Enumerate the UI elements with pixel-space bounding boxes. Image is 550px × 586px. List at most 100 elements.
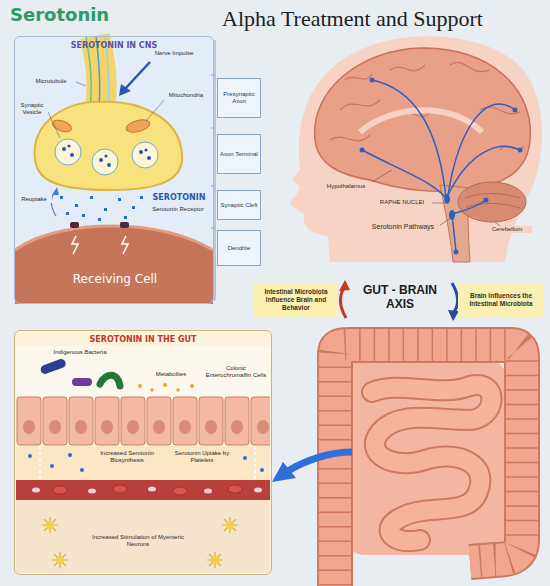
- cns-illustration: [132, 142, 158, 168]
- page-heading: Serotonin: [10, 4, 120, 26]
- gut-illustration: [226, 521, 234, 529]
- axis-arrows: [339, 280, 459, 321]
- gut-illustration: [42, 517, 238, 568]
- cns-illustration: [67, 144, 70, 147]
- cns-illustration: [55, 139, 81, 165]
- gut-illustration: [100, 375, 120, 386]
- gut-illustration: [207, 552, 223, 568]
- brain-illustration: [452, 200, 486, 214]
- cns-illustration: [66, 212, 69, 215]
- cns-illustration: [35, 102, 183, 190]
- gut-illustration: [211, 556, 219, 564]
- gut-label: Colonic Enterochromaffin Cells: [204, 365, 268, 379]
- cns-panel: SEROTONIN IN CNS: [14, 36, 214, 304]
- gut-illustration: [28, 454, 32, 458]
- brain-label: Cerebellum: [482, 226, 532, 233]
- gut-illustration: [16, 446, 270, 480]
- cns-illustration: [82, 214, 85, 217]
- gut-illustration: [14, 330, 272, 575]
- cns-illustration: [139, 150, 143, 154]
- brain-label: Serotonin Pathways: [366, 223, 440, 231]
- gut-illustration: [138, 384, 142, 388]
- cns-illustration: [147, 156, 151, 160]
- intestine-illustration: [372, 385, 492, 541]
- cns-illustration: [92, 149, 118, 175]
- gut-illustration: [243, 456, 247, 460]
- brain-illustration: [448, 104, 515, 195]
- intestine-illustration: [272, 462, 296, 482]
- gut-illustration: [56, 556, 64, 564]
- cns-illustration: [70, 222, 79, 228]
- region-tag: Axon Terminal: [217, 134, 261, 174]
- cns-illustration: [90, 196, 93, 199]
- page-title: Alpha Treatment and Support: [160, 6, 545, 32]
- intestine-illustration: [272, 345, 522, 586]
- cns-illustration: [52, 187, 59, 195]
- gut-illustration: [148, 487, 156, 492]
- gut-illustration: [254, 488, 262, 493]
- region-tag: Synaptic Cleft: [217, 190, 261, 220]
- axis-arrows: [452, 283, 458, 312]
- node-text: Presynaptic Axon: [220, 91, 258, 105]
- gut-illustration: [14, 330, 272, 575]
- cns-illustration: [144, 148, 147, 151]
- node-text: SEROTONIN IN CNS: [15, 41, 213, 51]
- intestine-illustration: [345, 360, 507, 555]
- gut-illustration: [80, 468, 84, 472]
- cns-illustration: [51, 192, 56, 216]
- brain-illustration: [315, 48, 531, 191]
- cns-illustration: [211, 40, 215, 300]
- brain-illustration: [458, 182, 526, 222]
- gut-illustration: [16, 396, 270, 446]
- node-text: Dendrite: [220, 245, 258, 252]
- cell-label: Receiving Cell: [30, 272, 200, 286]
- brain-illustration: [330, 62, 524, 150]
- cns-illustration: [120, 222, 129, 228]
- brain-illustration: [518, 148, 523, 153]
- brain-label: RAPHE NUCLEI: [374, 199, 430, 206]
- gut-illustration: [42, 517, 58, 533]
- cns-illustration: [104, 208, 107, 211]
- cns-illustration: [98, 218, 101, 221]
- axis-heading: GUT - BRAIN AXIS: [350, 283, 450, 312]
- cns-illustration: [14, 36, 214, 304]
- gut-illustration: [88, 489, 96, 494]
- cns-illustration: [119, 84, 131, 96]
- brain-illustration: [360, 148, 365, 153]
- cns-illustration: [70, 153, 74, 157]
- brain-illustration: [484, 198, 489, 203]
- gut-illustration: [16, 500, 270, 573]
- cns-illustration: [146, 100, 164, 121]
- brain-illustration: [513, 108, 518, 113]
- cns-illustration: [132, 206, 135, 209]
- gut-illustration: [50, 464, 54, 468]
- node-text: Intestinal Microbiota Influence Brain an…: [257, 288, 335, 311]
- gut-illustration: [53, 485, 242, 495]
- intestine-illustration: [335, 345, 522, 586]
- gut-illustration: [138, 383, 194, 392]
- cns-illustration: [60, 196, 143, 221]
- brain-illustration: [454, 250, 459, 255]
- node-text: Synaptic Cleft: [220, 202, 258, 209]
- cns-illustration: [140, 196, 143, 199]
- region-tag: Dendrite: [217, 230, 261, 266]
- gut-illustration: [68, 453, 72, 457]
- cns-illustration: [104, 154, 107, 157]
- brain-illustration: [372, 80, 446, 198]
- part-label: Synaptic Vesicle: [16, 102, 48, 116]
- gut-illustration: [163, 383, 167, 387]
- node-text: Brain Influences the Intestinal Microbio…: [461, 292, 541, 308]
- gut-illustration: [46, 521, 54, 529]
- intestine-illustration: [288, 452, 352, 471]
- part-label: Reuptake: [16, 196, 52, 203]
- gut-illustration: [32, 488, 40, 493]
- gut-illustration: [228, 485, 242, 493]
- gut-illustration: [52, 552, 68, 568]
- gut-illustration: [72, 378, 92, 386]
- gut-illustration: [16, 346, 270, 396]
- gut-label: Increased Serotonin Biosynthesis: [93, 450, 161, 464]
- cns-illustration: [14, 36, 215, 304]
- cns-illustration: [15, 226, 213, 250]
- brain-illustration: [370, 78, 375, 83]
- gut-label: Serotonin Uptake by Platelets: [165, 450, 239, 464]
